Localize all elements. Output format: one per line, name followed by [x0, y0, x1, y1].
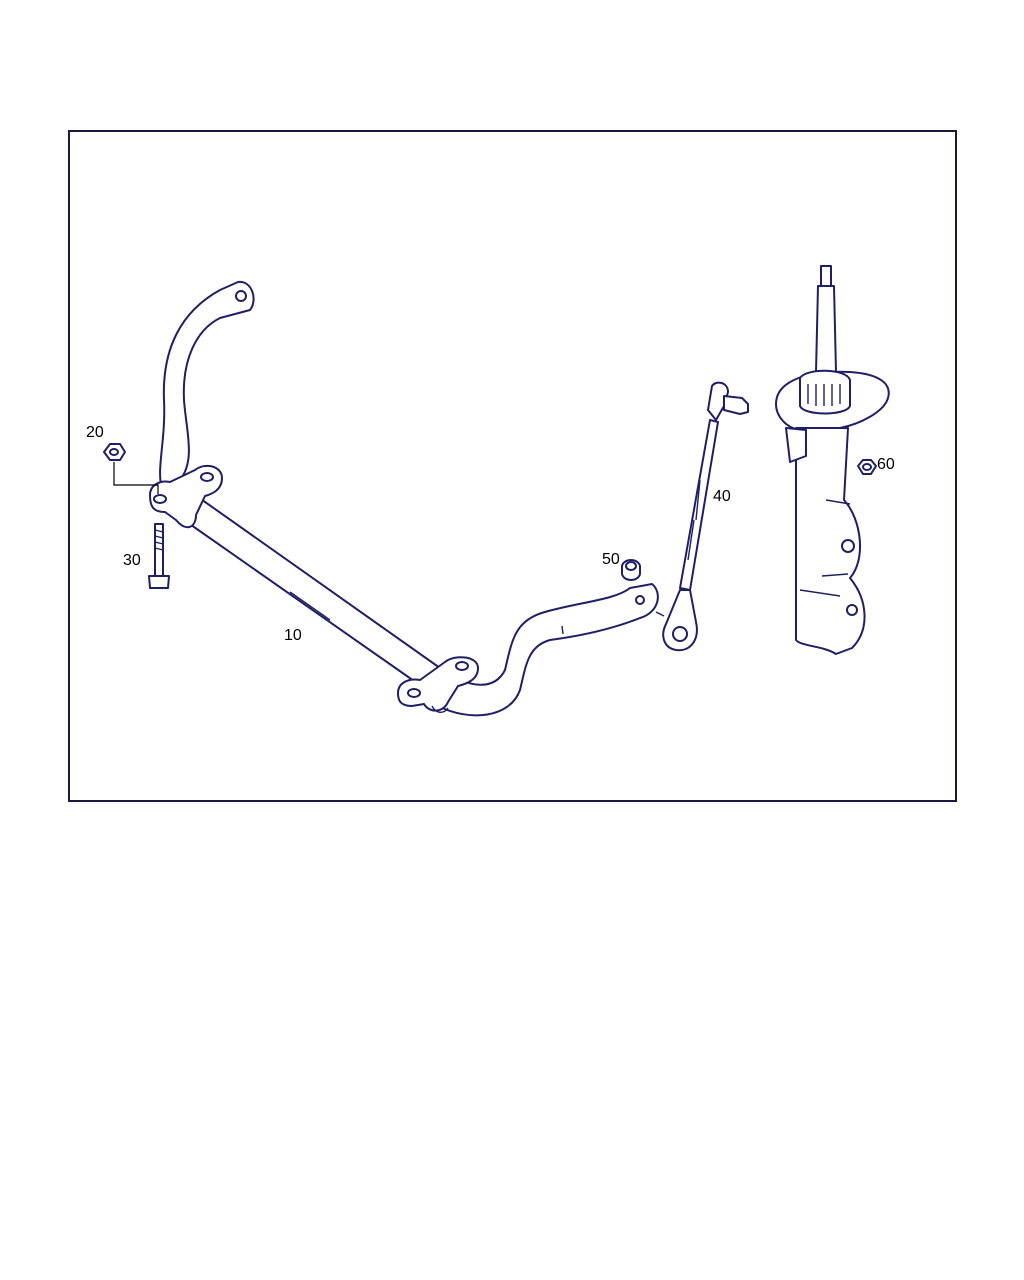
flange-nut-20[interactable]: [103, 443, 126, 461]
nut-60[interactable]: [857, 459, 877, 475]
bolt-30[interactable]: [148, 523, 170, 589]
strut-assembly[interactable]: [775, 265, 890, 655]
nut-50[interactable]: [621, 559, 641, 581]
diagram-frame: [68, 130, 957, 802]
stabilizer-bar[interactable]: [159, 280, 665, 717]
callout-40: 40: [713, 488, 731, 505]
callout-50: 50: [602, 551, 620, 568]
leader-20: [113, 462, 159, 494]
callout-30: 30: [123, 552, 141, 569]
stabilizer-link-40[interactable]: [662, 381, 749, 652]
right-bushing-bracket[interactable]: [397, 656, 479, 713]
left-bushing-bracket[interactable]: [149, 464, 223, 529]
callout-10: 10: [284, 627, 302, 644]
callout-20: 20: [86, 424, 104, 441]
callout-60: 60: [877, 456, 895, 473]
